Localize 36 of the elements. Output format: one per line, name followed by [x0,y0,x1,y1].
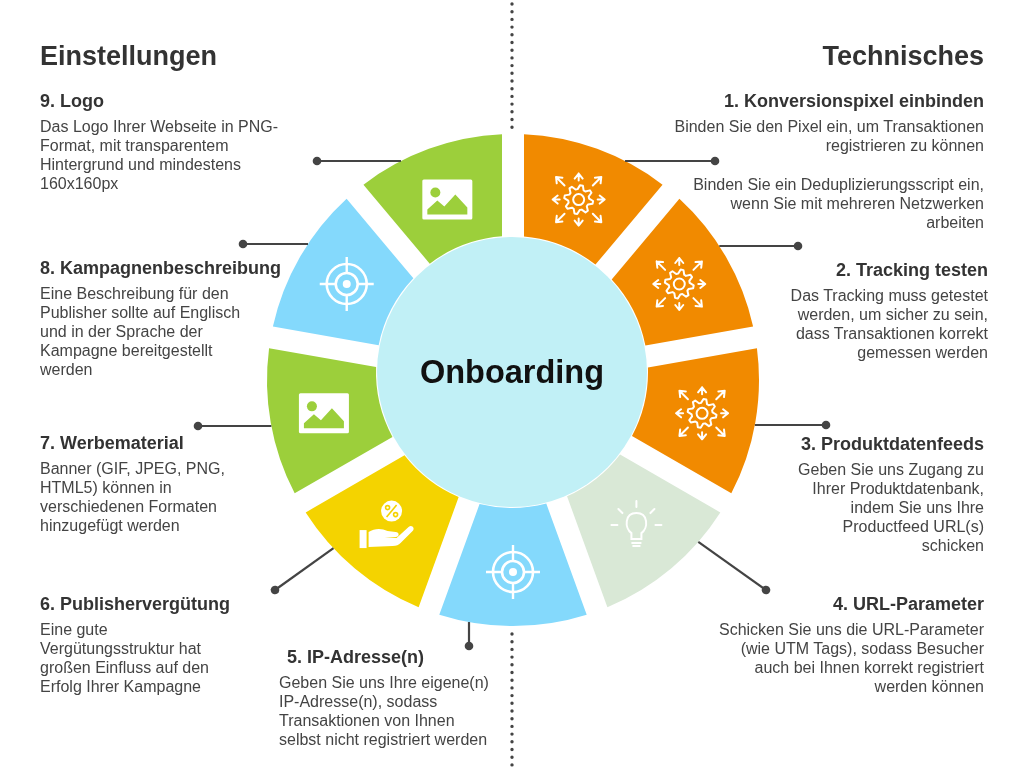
item-heading: 4. URL-Parameter [832,593,984,615]
item-heading: 9. Logo [40,90,104,112]
item-heading: 5. IP-Adresse(n) [287,646,425,668]
item-heading: 6. Publishervergütung [40,593,231,615]
item-description: Binden Sie den Pixel ein, um Transaktionen registrieren zu können [673,117,984,155]
leader-line [754,420,831,430]
wheel-segment [632,348,759,494]
item-description: Geben Sie uns Ihre eigene(n) IP-Adresse(n), sodass Transaktionen von Ihnen selbst nicht registriert werden [279,673,490,749]
item-description: Das Logo Ihrer Webseite in PNG-Format, mit transparentem Hintergrund und mindestens 160x160px [40,117,280,193]
column-heading: Technisches [822,40,984,72]
item-description: Banner (GIF, JPEG, PNG, HTML5) können in verschiedenen Formaten hinzugefügt werden [40,459,226,535]
item-heading: 2. Tracking testen [835,259,988,281]
leader-line [719,241,803,251]
leader-line [312,156,401,166]
leader-line [238,239,308,249]
item-description: Geben Sie uns Zugang zu Ihrer Produktdatenbank, indem Sie uns Ihre Productfeed URL(s) schicken [797,460,984,555]
item-heading: 8. Kampagnenbeschreibung [40,257,282,279]
note-text: Binden Sie ein Deduplizierungsscript ein, wenn Sie mit mehreren Netzwerken arbeiten [692,175,984,232]
item-description: Schicken Sie uns die URL-Parameter (wie UTM Tags), sodass Besucher auch bei Ihnen korrekt registriert werden können [718,620,984,696]
wheel-segment [524,134,663,265]
item-heading: 7. Werbematerial [40,432,184,454]
leader-line [270,547,335,595]
leader-line [193,421,272,431]
wheel-segment [567,454,721,608]
item-heading: 1. Konversionspixel einbinden [723,90,984,112]
center-label: Onboarding [419,353,605,391]
item-description: Eine Beschreibung für den Publisher sollte auf Englisch und in der Sprache der Kampagne bereitgestellt werden [40,284,242,379]
item-heading: 3. Produktdatenfeeds [800,433,984,455]
wheel-segment [305,455,459,608]
leader-line [464,622,474,651]
item-description: Eine gute Vergütungsstruktur hat großen Einfluss auf den Erfolg Ihrer Kampagne [40,620,210,696]
column-heading: Einstellungen [40,40,218,72]
wheel-segment [439,503,587,626]
leader-line [625,156,720,166]
item-description: Das Tracking muss getestet werden, um sicher zu sein, dass Transaktionen korrekt gemessen werden [789,286,988,362]
leader-line [697,540,771,595]
